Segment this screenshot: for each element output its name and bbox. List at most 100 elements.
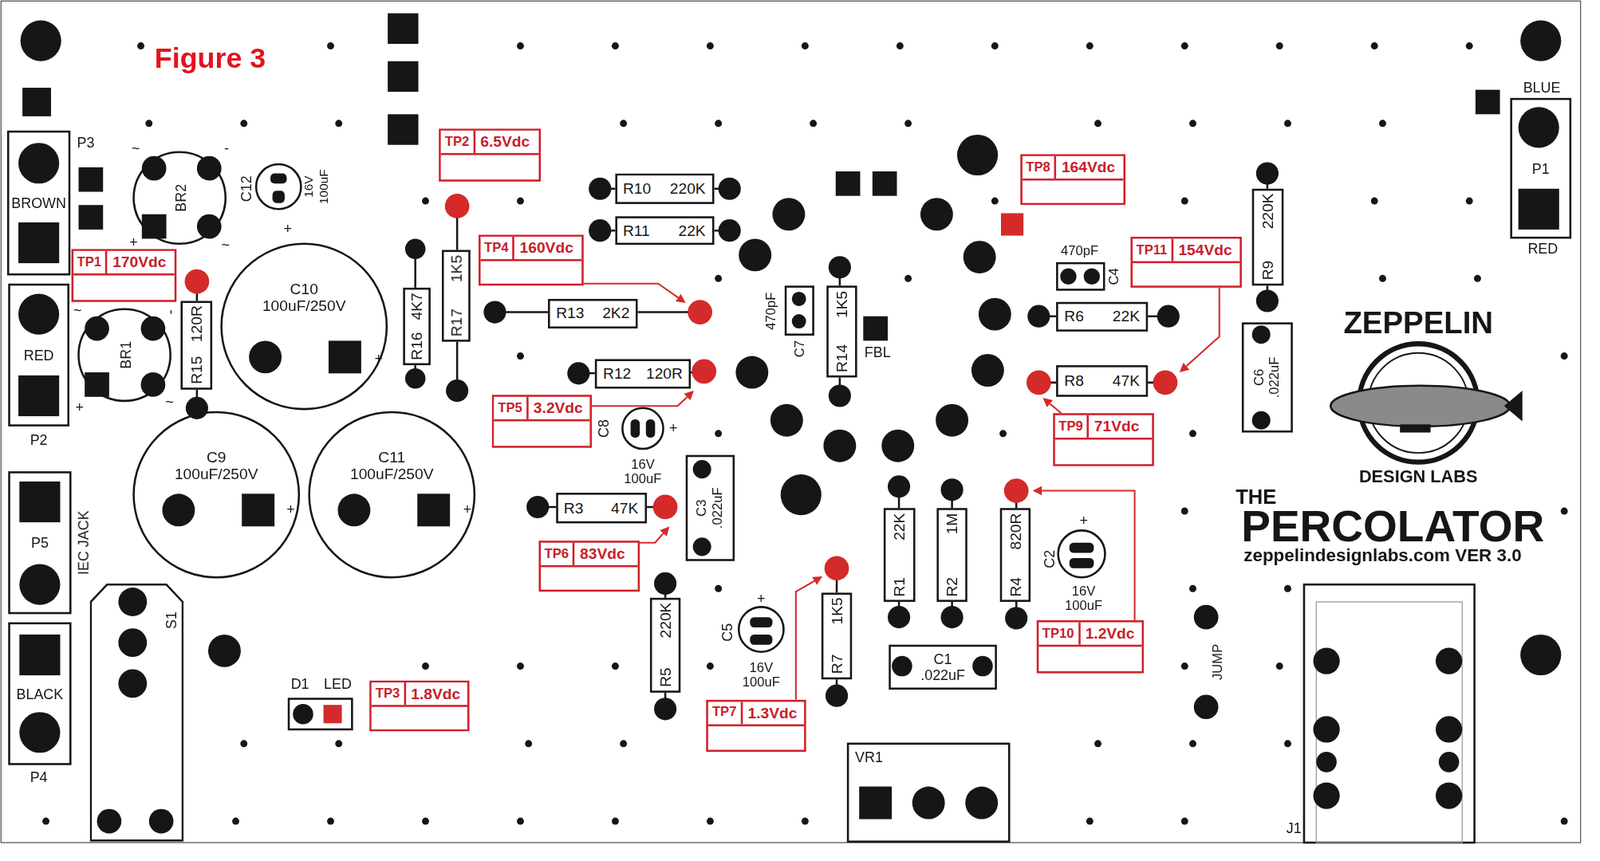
test-point-box: TP1170Vdc	[70, 248, 177, 303]
solder-pad	[1194, 694, 1219, 720]
solder-pad	[1252, 325, 1271, 344]
solder-pad	[19, 712, 60, 753]
solder-pad	[1312, 716, 1340, 743]
solder-pad	[654, 572, 677, 596]
silkscreen-label: 100uF	[623, 472, 662, 487]
connector-box: BLACK	[7, 622, 71, 766]
silkscreen-label: C2	[1042, 550, 1059, 569]
solder-pad	[1069, 543, 1095, 554]
via-hole	[327, 818, 335, 826]
silkscreen-label: PERCOLATOR	[1241, 502, 1545, 552]
via-hole	[991, 197, 999, 205]
via-hole	[421, 662, 430, 670]
part-name: BROWN	[11, 194, 67, 212]
via-hole	[1473, 275, 1482, 283]
solder-pad	[770, 404, 804, 438]
via-hole	[611, 818, 619, 826]
capacitor-box: C1.022uF	[888, 645, 998, 690]
part-value: 47K	[1112, 371, 1140, 390]
test-point-box: TP8164Vdc	[1020, 153, 1126, 205]
solder-pad	[118, 628, 147, 658]
via-hole	[334, 119, 343, 127]
leader-line	[581, 283, 678, 299]
via-hole	[232, 818, 240, 826]
solder-pad	[270, 173, 287, 185]
solder-pad	[1004, 478, 1029, 504]
part-value: 220K	[1258, 193, 1277, 229]
solder-pad	[141, 156, 167, 182]
solder-pad	[1312, 648, 1340, 675]
solder-pad	[78, 204, 104, 230]
solder-pad	[149, 809, 174, 835]
solder-pad	[971, 354, 1005, 387]
silkscreen-label: ~	[220, 236, 229, 253]
solder-pad	[978, 298, 1012, 332]
part-name: TP6	[544, 546, 570, 562]
figure-title: Figure 3	[154, 43, 266, 75]
solder-pad	[78, 167, 104, 193]
solder-pad	[1256, 289, 1279, 312]
solder-pad	[387, 61, 418, 92]
solder-pad	[141, 372, 166, 398]
via-hole	[327, 42, 335, 50]
part-value: 170Vdc	[112, 253, 166, 272]
silkscreen-label: C4	[1107, 267, 1122, 285]
part-value: 4K7	[407, 292, 426, 320]
capacitor-circle: C9100uF/250V	[132, 411, 300, 580]
jack-outline	[1316, 602, 1463, 844]
silkscreen-label: +	[669, 421, 678, 438]
part-name: R9	[1258, 260, 1277, 281]
solder-pad	[197, 156, 222, 182]
part-value: 100uF/250V	[262, 297, 347, 316]
part-name: TP8	[1025, 159, 1051, 175]
part-outline	[256, 164, 301, 209]
resistor-box: R4820R	[1000, 508, 1031, 603]
via-hole	[619, 740, 627, 748]
solder-pad	[185, 397, 209, 420]
solder-pad	[912, 787, 946, 820]
part-name: R6	[1064, 307, 1084, 326]
part-name: C9	[206, 448, 227, 466]
silkscreen-label: 100uF	[1064, 599, 1103, 614]
solder-pad	[835, 171, 861, 197]
part-name: R8	[1064, 371, 1084, 390]
solder-pad	[118, 587, 147, 617]
via-hole	[1189, 119, 1197, 127]
solder-pad	[735, 356, 769, 390]
solder-pad	[828, 256, 852, 279]
part-outline	[288, 699, 352, 730]
zeppelin-icon	[1399, 424, 1431, 433]
via-hole	[42, 818, 50, 826]
solder-pad	[1157, 305, 1180, 328]
silkscreen-label: ~	[165, 394, 174, 410]
part-name: R10	[622, 180, 651, 198]
resistor-box: R141K5	[826, 285, 857, 378]
solder-pad	[749, 617, 773, 628]
solder-pad	[887, 606, 911, 629]
solder-pad	[1027, 305, 1050, 328]
part-name: C11	[378, 448, 406, 466]
part-outline	[785, 287, 814, 335]
silkscreen-label: J1	[1286, 820, 1302, 837]
silkscreen-label: 470pF	[764, 292, 779, 331]
silkscreen-label: +	[286, 502, 295, 519]
via-hole	[516, 818, 525, 826]
solder-pad	[588, 177, 611, 201]
silkscreen-label: +	[1079, 513, 1088, 530]
solder-pad	[526, 496, 549, 519]
solder-pad	[1438, 752, 1460, 773]
resistor-box: R1122K	[614, 216, 714, 245]
part-name: R14	[832, 344, 851, 373]
part-name: TP5	[497, 400, 523, 416]
part-name: BLACK	[16, 685, 64, 703]
part-name: R3	[563, 499, 584, 517]
via-hole	[801, 42, 809, 50]
via-hole	[421, 818, 430, 826]
switch-outline	[90, 584, 183, 841]
part-outline	[133, 152, 226, 245]
via-hole	[334, 740, 343, 748]
solder-pad	[957, 134, 998, 176]
via-hole	[1560, 508, 1569, 516]
part-value: 47K	[610, 499, 639, 517]
